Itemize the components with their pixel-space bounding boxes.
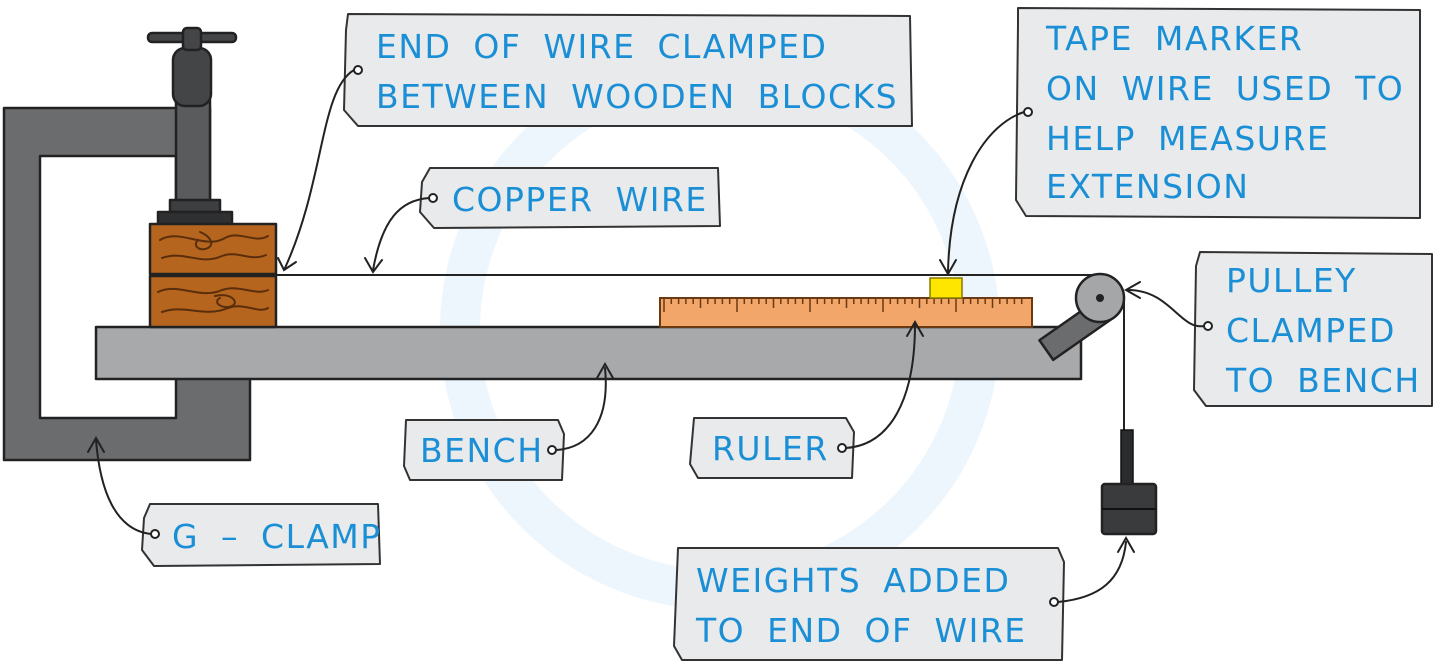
tape-marker [929, 277, 963, 299]
pulley-axle [1096, 294, 1104, 302]
label-weights: WEIGHTS ADDED TO END OF WIRE [673, 535, 1135, 661]
g-clamp-pad [168, 198, 222, 214]
g-clamp-handle-grip [171, 46, 213, 108]
weight-hanger [1120, 429, 1134, 487]
weights [1100, 429, 1158, 536]
ruler [659, 297, 1033, 328]
copper-wire-label: COPPER WIRE [452, 180, 708, 219]
pulley-line-3: TO BENCH [1225, 361, 1421, 400]
tape-marker-line-3: HELP MEASURE [1046, 119, 1329, 158]
g-clamp-pad-base [156, 210, 234, 226]
tape-marker-line-4: EXTENSION [1046, 167, 1249, 206]
label-end-of-wire: END OF WIRE CLAMPED BETWEEN WOODEN BLOCK… [277, 13, 913, 272]
g-clamp-screw [174, 98, 212, 204]
ruler-ticks [663, 298, 1023, 312]
end-of-wire-line-2: BETWEEN WOODEN BLOCKS [376, 77, 898, 116]
g-clamp-label: G – CLAMP [172, 517, 382, 556]
tape-marker-line-2: ON WIRE USED TO [1046, 69, 1404, 108]
bench-label: BENCH [420, 431, 544, 470]
label-g-clamp: G – CLAMP [87, 435, 382, 567]
pulley-line-1: PULLEY [1226, 261, 1357, 300]
bench [94, 325, 1083, 381]
weights-line-2: TO END OF WIRE [695, 611, 1027, 650]
end-of-wire-line-1: END OF WIRE CLAMPED [376, 27, 827, 66]
pulley-line-2: CLAMPED [1226, 311, 1396, 350]
g-clamp-t-bar-stem [181, 26, 203, 52]
wood-grain [157, 231, 269, 313]
wooden-block-bottom [148, 274, 278, 329]
label-pulley: PULLEY CLAMPED TO BENCH [1123, 251, 1433, 407]
weights-line-1: WEIGHTS ADDED [696, 561, 1010, 600]
label-copper-wire: COPPER WIRE [364, 167, 721, 274]
label-bench: BENCH [403, 361, 614, 481]
label-tape-marker: TAPE MARKER ON WIRE USED TO HELP MEASURE… [939, 7, 1421, 277]
g-clamp [2, 26, 252, 462]
wooden-block-top [148, 222, 278, 276]
wooden-blocks [148, 222, 278, 329]
pulley [1038, 272, 1126, 362]
tape-marker-line-1: TAPE MARKER [1045, 19, 1303, 58]
ruler-label: RULER [712, 429, 829, 468]
label-ruler: RULER [689, 319, 924, 479]
